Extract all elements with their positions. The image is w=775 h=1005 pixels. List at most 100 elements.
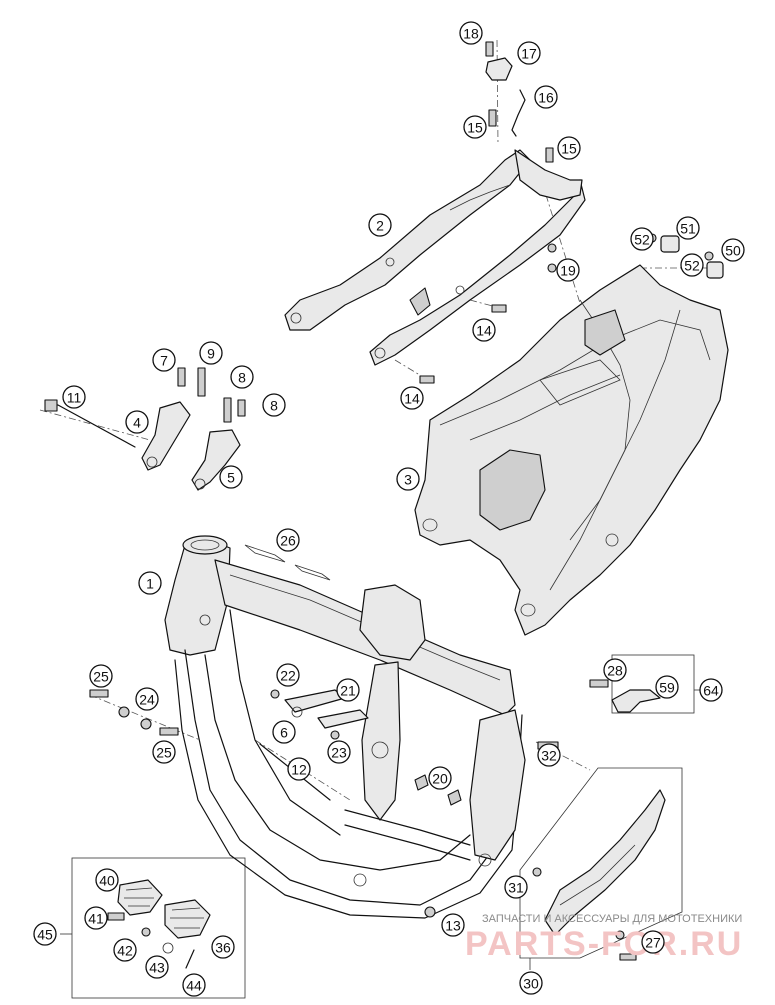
callout-14: 14: [400, 386, 424, 410]
chain-guide-59: [611, 689, 661, 713]
callout-24: 24: [135, 687, 159, 711]
callout-7: 7: [152, 348, 176, 372]
footpeg-36: [164, 899, 211, 939]
callout-number: 51: [680, 221, 696, 237]
callout-circle: [400, 386, 424, 410]
callout-5: 5: [219, 465, 243, 489]
callout-21: 21: [336, 678, 360, 702]
nut-23: [330, 730, 340, 740]
footpeg-40: [117, 879, 163, 916]
box-chain-guard: [611, 654, 695, 714]
callout-number: 9: [207, 346, 215, 362]
callout-28: 28: [603, 658, 627, 682]
callout-circle: [336, 678, 360, 702]
callout-15: 15: [557, 136, 581, 160]
dashline-bolt-25: [89, 694, 201, 741]
callout-circle: [721, 238, 745, 262]
callout-11: 11: [62, 385, 86, 409]
callout-44: 44: [182, 973, 206, 997]
callout-number: 8: [270, 398, 278, 414]
bolt-15-left: [488, 109, 497, 127]
callout-42: 42: [113, 938, 137, 962]
callout-circle: [655, 675, 679, 699]
callout-circle: [396, 467, 420, 491]
callout-number: 7: [160, 353, 168, 369]
callout-26: 26: [276, 528, 300, 552]
bolt-9: [197, 367, 206, 397]
callout-circle: [557, 136, 581, 160]
main-frame: [164, 535, 526, 919]
callout-circle: [84, 906, 108, 930]
callout-circle: [89, 664, 113, 688]
split-pin-44: [185, 949, 195, 969]
callout-number: 12: [291, 762, 307, 778]
bumper-20a: [414, 774, 429, 791]
screw-31: [532, 867, 542, 877]
callout-59: 59: [655, 675, 679, 699]
footpeg-parts: [107, 879, 211, 969]
bolt-8b: [237, 399, 246, 417]
callout-number: 28: [607, 663, 623, 679]
nut-19a: [547, 243, 557, 253]
callout-number: 8: [238, 370, 246, 386]
callout-40: 40: [95, 868, 119, 892]
bracket-4: [141, 401, 191, 471]
callout-number: 18: [463, 26, 479, 42]
callout-labels: 1234567889111213141415151617181920212223…: [33, 21, 745, 997]
bolt-25-top: [89, 689, 109, 698]
watermark-tagline: ЗАПЧАСТИ И АКСЕССУАРЫ ДЛЯ МОТОТЕХНИКИ: [482, 913, 742, 925]
top-hardware: [419, 41, 557, 384]
callout-22: 22: [276, 663, 300, 687]
callout-30: 30: [519, 971, 543, 995]
callout-number: 36: [215, 940, 231, 956]
decal-26b: [294, 564, 331, 581]
callout-circle: [287, 757, 311, 781]
bolt-25-bottom: [159, 727, 179, 736]
box-footpegs: [71, 857, 246, 999]
callout-circle: [680, 253, 704, 277]
callout-circle: [272, 720, 296, 744]
callout-number: 24: [139, 692, 155, 708]
callout-circle: [463, 115, 487, 139]
nut-19b: [547, 263, 557, 273]
callout-number: 52: [684, 258, 700, 274]
callout-circle: [519, 971, 543, 995]
callout-number: 23: [331, 745, 347, 761]
callout-circle: [125, 410, 149, 434]
callout-number: 21: [340, 683, 356, 699]
callout-circle: [556, 258, 580, 282]
callout-circle: [276, 528, 300, 552]
callout-19: 19: [556, 258, 580, 282]
cable-16: [511, 89, 526, 137]
callout-17: 17: [517, 41, 541, 65]
screw-52b: [704, 251, 714, 261]
group-boxes: [60, 654, 700, 999]
callout-64: 64: [699, 678, 723, 702]
callout-number: 43: [149, 960, 165, 976]
callout-number: 16: [538, 90, 554, 106]
callout-8: 8: [230, 365, 254, 389]
nut-13: [424, 906, 436, 918]
dashline-bolt-11: [39, 409, 151, 441]
callout-circle: [504, 875, 528, 899]
rear-subframe: [284, 149, 586, 366]
callout-2: 2: [368, 213, 392, 237]
callout-25: 25: [89, 664, 113, 688]
callout-number: 4: [133, 415, 141, 431]
engine-hardware: [89, 689, 462, 918]
callout-number: 15: [467, 120, 483, 136]
callout-52: 52: [630, 227, 654, 251]
callout-number: 15: [561, 141, 577, 157]
callout-number: 25: [156, 745, 172, 761]
callout-number: 42: [117, 943, 133, 959]
callout-circle: [182, 973, 206, 997]
callout-number: 3: [404, 472, 412, 488]
callout-number: 22: [280, 668, 296, 684]
callout-number: 41: [88, 911, 104, 927]
watermark-brand: PARTS-FOR.RU: [465, 925, 743, 963]
callout-number: 19: [560, 263, 576, 279]
bolt-14-upper: [491, 304, 507, 313]
bolt-11: [47, 404, 136, 448]
